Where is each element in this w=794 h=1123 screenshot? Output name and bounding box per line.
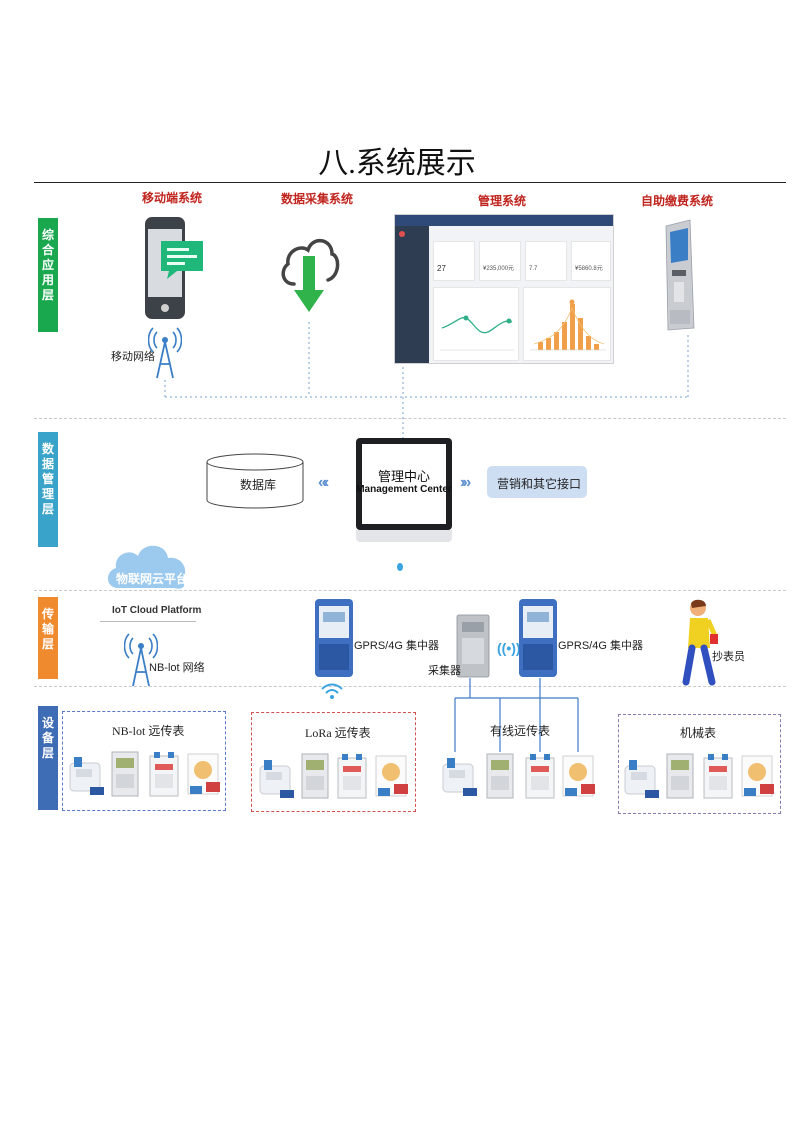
nbiot-antenna-icon: [124, 633, 158, 687]
layer-tab-transport: 传输层: [38, 597, 58, 679]
marketing-interface-box: [487, 466, 587, 498]
layer-separator: [34, 686, 786, 687]
concentrator-icon: [315, 599, 353, 677]
collector-label: 采集器: [428, 665, 461, 677]
nbiot-meter-group: [62, 711, 226, 811]
management-dashboard: 27 ¥235,000元 7.7 ¥5860.8元: [394, 214, 614, 364]
dashboard-avatar: [399, 231, 405, 237]
app-label-management: 管理系统: [478, 194, 527, 208]
layer-tab-device: 设备层: [38, 706, 58, 810]
iot-cloud-cn: 物联网云平台: [116, 572, 189, 586]
concentrator-2-label: GPRS/4G 集中器: [558, 640, 643, 652]
management-center-monitor: [356, 438, 452, 530]
layer-tab-application: 综合应用层: [38, 218, 58, 332]
arrow-left-icon: «‹: [318, 474, 329, 491]
concentrator-icon: [519, 599, 557, 677]
arrow-right-icon: ›»: [460, 474, 471, 491]
meter-reader-person-icon: [682, 599, 719, 686]
connection-dot: [397, 563, 403, 571]
mobile-antenna-icon: [148, 327, 182, 379]
dashboard-stat-card: 7.7: [525, 241, 567, 281]
line-chart-graphic: [440, 315, 514, 351]
app-label-data-collection: 数据采集系统: [281, 192, 354, 206]
dashboard-stat-card: ¥5860.8元: [571, 241, 611, 281]
wireless-signal-icon: [321, 683, 343, 699]
mobile-network-label: 移动网络: [111, 351, 155, 363]
app-label-self-service: 自助缴费系统: [641, 194, 714, 208]
monitor-chin: [356, 530, 452, 542]
app-label-mobile: 移动端系统: [142, 191, 203, 205]
dashboard-stat-card: 27: [433, 241, 475, 281]
page-title: 八.系统展示: [318, 147, 476, 180]
iot-cloud-icon: [107, 545, 186, 589]
signal-arrows-icon: ((•)): [497, 640, 521, 656]
management-center-en: Management Center: [356, 484, 452, 495]
self-service-kiosk-icon: [665, 219, 695, 331]
iot-cloud-en: IoT Cloud Platform: [112, 605, 202, 616]
marketing-interface-label: 营销和其它接口: [497, 477, 582, 491]
lora-meter-label: LoRa 远传表: [305, 726, 371, 740]
concentrator-1-label: GPRS/4G 集中器: [354, 640, 439, 652]
stat-value: ¥235,000元: [483, 266, 515, 272]
mechanical-meter-label: 机械表: [680, 726, 717, 740]
monitor-screen: [362, 444, 446, 524]
wired-meter-label: 有线远传表: [490, 724, 551, 738]
nbiot-meter-label: NB-lot 远传表: [112, 724, 185, 738]
database-icon: [206, 453, 304, 509]
dashboard-header-bar: [395, 215, 613, 226]
stat-value: ¥5860.8元: [575, 266, 603, 272]
stat-value: 7.7: [529, 266, 538, 272]
layer-separator: [34, 590, 786, 591]
layer-tab-data: 数据管理层: [38, 432, 58, 547]
lora-meter-group: [251, 712, 416, 812]
mechanical-meter-group: [618, 714, 781, 814]
collector-icon: [456, 614, 490, 678]
cloud-underline: [100, 621, 196, 622]
database-label: 数据库: [240, 478, 277, 492]
meter-reader-label: 抄表员: [712, 651, 745, 663]
dashboard-bar-chart: [523, 287, 611, 361]
nbiot-network-label: NB-lot 网络: [149, 662, 205, 674]
layer-separator: [34, 418, 786, 419]
management-center-cn: 管理中心: [377, 469, 430, 484]
bar-chart-graphic: [530, 299, 606, 351]
dashboard-stat-card: ¥235,000元: [479, 241, 521, 281]
dashboard-line-chart: [433, 287, 519, 361]
cloud-download-icon: [281, 239, 340, 312]
stat-value: 27: [437, 264, 446, 273]
mobile-phone-icon: [145, 217, 203, 319]
dashboard-sidebar: [395, 226, 429, 363]
title-divider: [34, 182, 786, 183]
